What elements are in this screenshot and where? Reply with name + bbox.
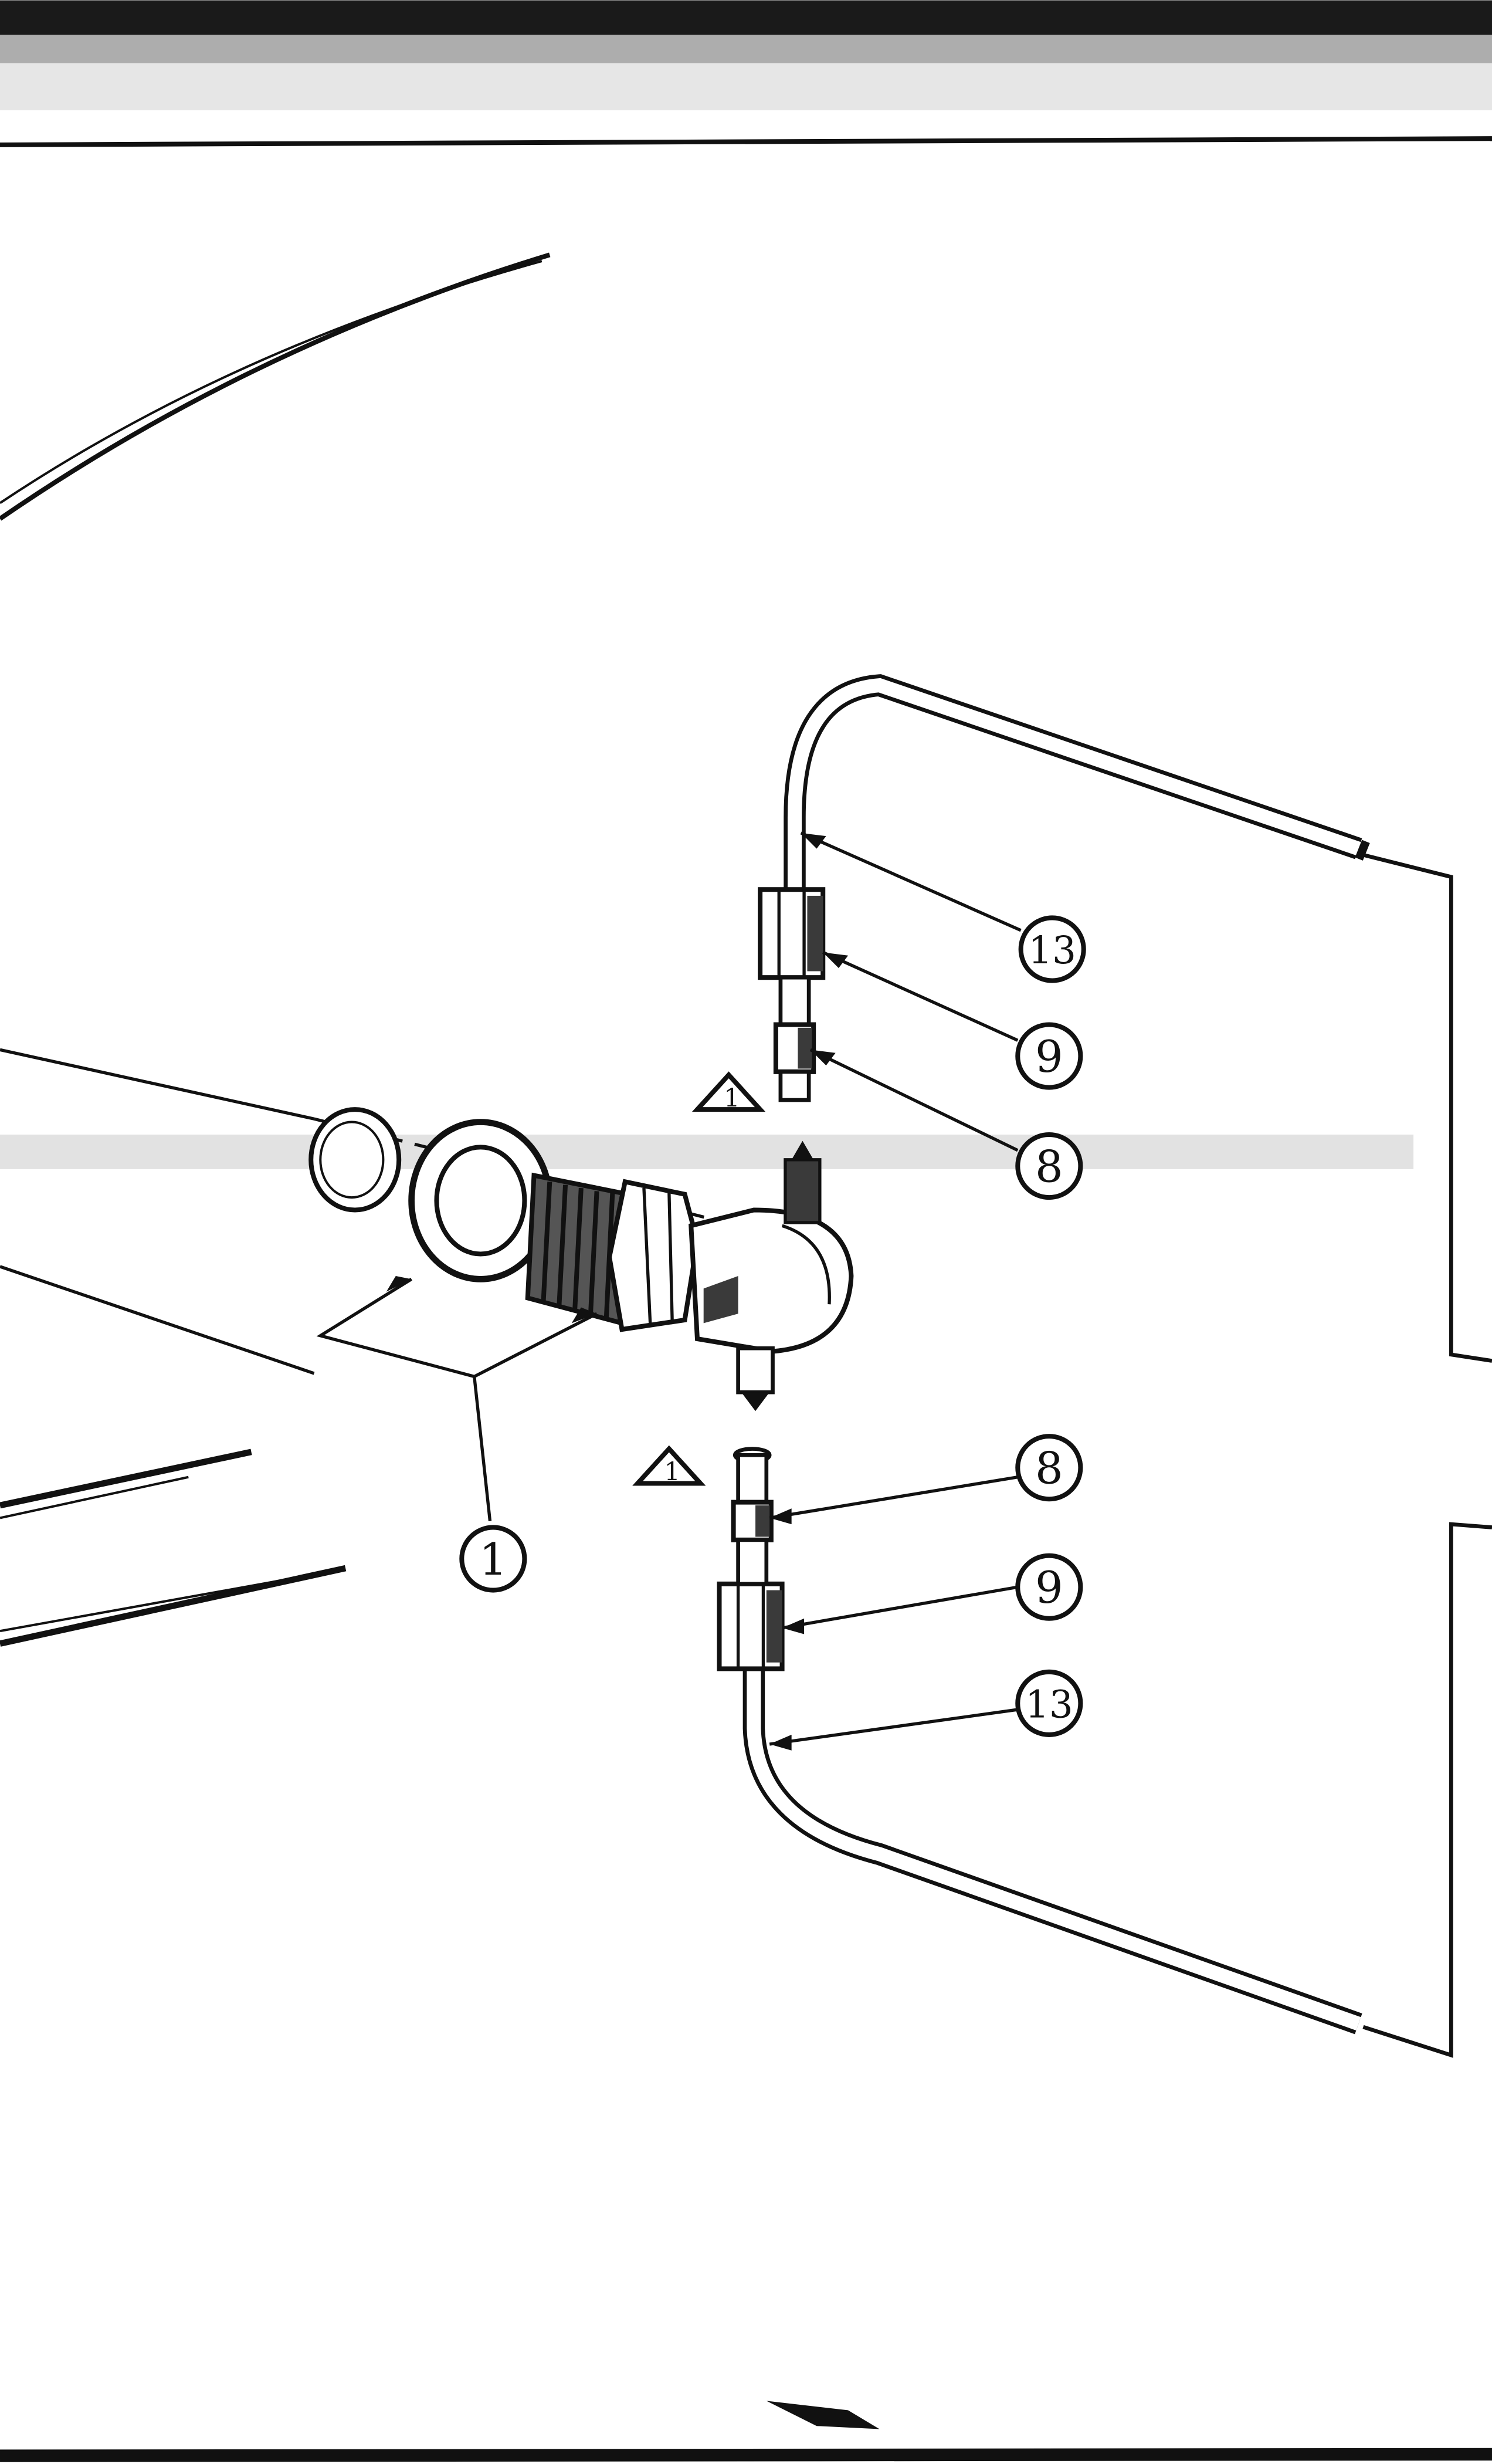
lower-pipe-13 [742, 1668, 1362, 2035]
callout-8-upper-label: 8 [1035, 1140, 1063, 1192]
warning-text-lower: 1 [664, 1457, 680, 1487]
scan-smudge-band [0, 1134, 1414, 1169]
callout-9-lower-label: 9 [1035, 1562, 1063, 1613]
union-washer [408, 1119, 553, 1282]
callout-13-upper-label: 13 [1028, 929, 1076, 973]
warning-triangle-lower: 1 [632, 1445, 706, 1487]
upper-pipe-13 [784, 674, 1370, 893]
pipe-group-bracket [1362, 853, 1492, 2058]
callout-1-label: 1 [479, 1534, 507, 1585]
callout-1: 1 [459, 1525, 527, 1593]
callout-13-upper: 13 [1018, 915, 1086, 983]
callout-13-lower-label: 13 [1025, 1683, 1073, 1727]
callout-9-upper: 9 [1015, 1022, 1083, 1090]
warning-text-upper: 1 [724, 1084, 740, 1113]
callout-8-lower-label: 8 [1035, 1442, 1063, 1494]
leader-lines [316, 831, 1022, 1746]
upper-sleeve-8 [773, 975, 816, 1102]
callout-9-lower: 9 [1015, 1553, 1083, 1621]
callout-9-upper-label: 9 [1035, 1031, 1063, 1082]
upper-nut-9 [758, 887, 826, 980]
callout-8-lower: 8 [1015, 1434, 1083, 1502]
union-cap [308, 1107, 402, 1213]
lower-nut-9 [717, 1581, 785, 1671]
leader-arrowheads [386, 832, 849, 1751]
lower-sleeve-8 [731, 1447, 774, 1586]
panel-outline-curves [0, 252, 551, 1647]
union-body [525, 1140, 854, 1412]
callout-13-lower: 13 [1015, 1669, 1083, 1737]
scan-bottom-border [0, 2401, 1492, 2462]
scan-top-border [0, 0, 1492, 147]
callout-8-upper: 8 [1015, 1132, 1083, 1200]
warning-triangle-upper: 1 [691, 1071, 766, 1113]
